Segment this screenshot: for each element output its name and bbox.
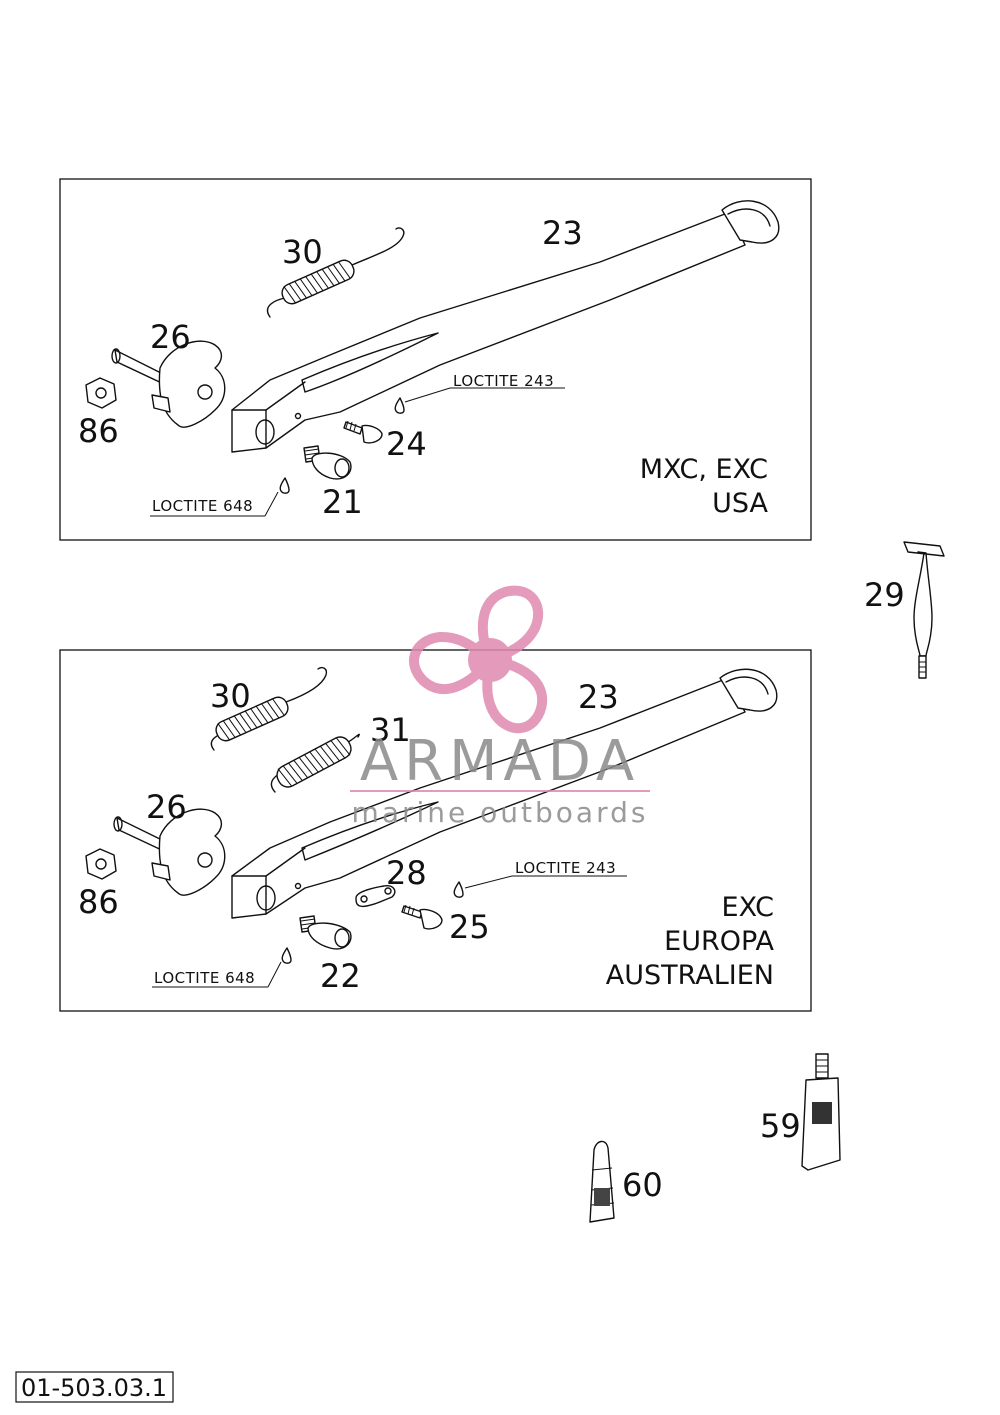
part-number-nut: 86 — [78, 883, 119, 921]
panel-top: 30 23 26 86 24 21 LOCTITE 243 LOCTITE 64… — [59, 178, 812, 541]
loctite-label: LOCTITE 243 — [515, 859, 616, 877]
screw-icon — [343, 420, 383, 444]
stopper-icon — [303, 445, 352, 480]
drop-icon — [453, 881, 464, 898]
variant-label: USA — [712, 488, 768, 519]
part-number-bracket: 26 — [146, 788, 187, 826]
watermark-tagline: marine outboards — [352, 796, 649, 829]
loctite-label: LOCTITE 648 — [154, 969, 255, 987]
panel-bottom: 30 31 23 26 86 28 25 22 LOCTITE 243 LOCT… — [59, 649, 812, 1012]
variant-label: AUSTRALIEN — [606, 960, 774, 991]
variant-label: EXC — [722, 892, 774, 923]
tube-part: 60 — [589, 1140, 663, 1223]
tube-icon — [589, 1140, 615, 1223]
drop-icon — [281, 947, 292, 964]
spring-icon — [210, 666, 328, 751]
stopper-icon — [299, 915, 352, 950]
loctite-label: LOCTITE 243 — [453, 372, 554, 390]
panel-top-frame — [59, 178, 812, 541]
diagram-code: 01-503.03.1 — [21, 1374, 167, 1402]
bottle-part: 59 — [760, 1053, 841, 1171]
tube-label — [594, 1188, 610, 1206]
part-number-nut: 86 — [78, 412, 119, 450]
panel-bottom-frame — [59, 649, 812, 1012]
spring-icon — [270, 733, 360, 793]
diagram-code-box: 01-503.03.1 — [15, 1371, 174, 1403]
leader-line — [464, 875, 627, 889]
tool-part: 29 — [864, 541, 945, 679]
part-number-stand: 23 — [542, 214, 583, 252]
watermark: ARMADA marine outboards — [350, 585, 650, 829]
part-number-spring-secondary: 31 — [370, 711, 411, 749]
pin-tool-icon — [903, 541, 945, 657]
part-number-stop: 22 — [320, 957, 361, 995]
side-stand-icon — [231, 200, 780, 453]
drop-icon — [394, 397, 405, 414]
part-number-tube: 60 — [622, 1166, 663, 1204]
bracket-icon — [111, 340, 226, 428]
spring-icon — [266, 227, 405, 318]
part-number-screw: 25 — [449, 908, 490, 946]
drop-icon — [279, 477, 290, 494]
variant-label: MXC, EXC — [640, 454, 768, 485]
part-number-bracket: 26 — [150, 318, 191, 356]
leader-line — [404, 387, 565, 403]
part-number-plate: 28 — [386, 854, 427, 892]
part-number-spring: 30 — [282, 233, 323, 271]
part-number-tool: 29 — [864, 576, 905, 614]
part-number-spring: 30 — [210, 677, 251, 715]
nut-icon — [85, 377, 117, 409]
nut-icon — [85, 848, 117, 880]
part-number-bottle: 59 — [760, 1107, 801, 1145]
part-number-stop: 21 — [322, 483, 363, 521]
side-stand-icon — [231, 668, 778, 919]
watermark-rule — [350, 790, 650, 792]
screw-icon — [401, 904, 443, 930]
bracket-icon — [113, 808, 226, 896]
propeller-logo-icon — [409, 585, 548, 734]
watermark-brand: ARMADA — [360, 729, 640, 794]
bottle-label — [812, 1102, 832, 1124]
part-number-screw: 24 — [386, 425, 427, 463]
lock-plate-icon — [355, 884, 396, 908]
variant-label: EUROPA — [664, 926, 774, 957]
part-number-stand: 23 — [578, 678, 619, 716]
leader-line — [152, 961, 282, 988]
loctite-label: LOCTITE 648 — [152, 497, 253, 515]
leader-line — [150, 491, 279, 517]
